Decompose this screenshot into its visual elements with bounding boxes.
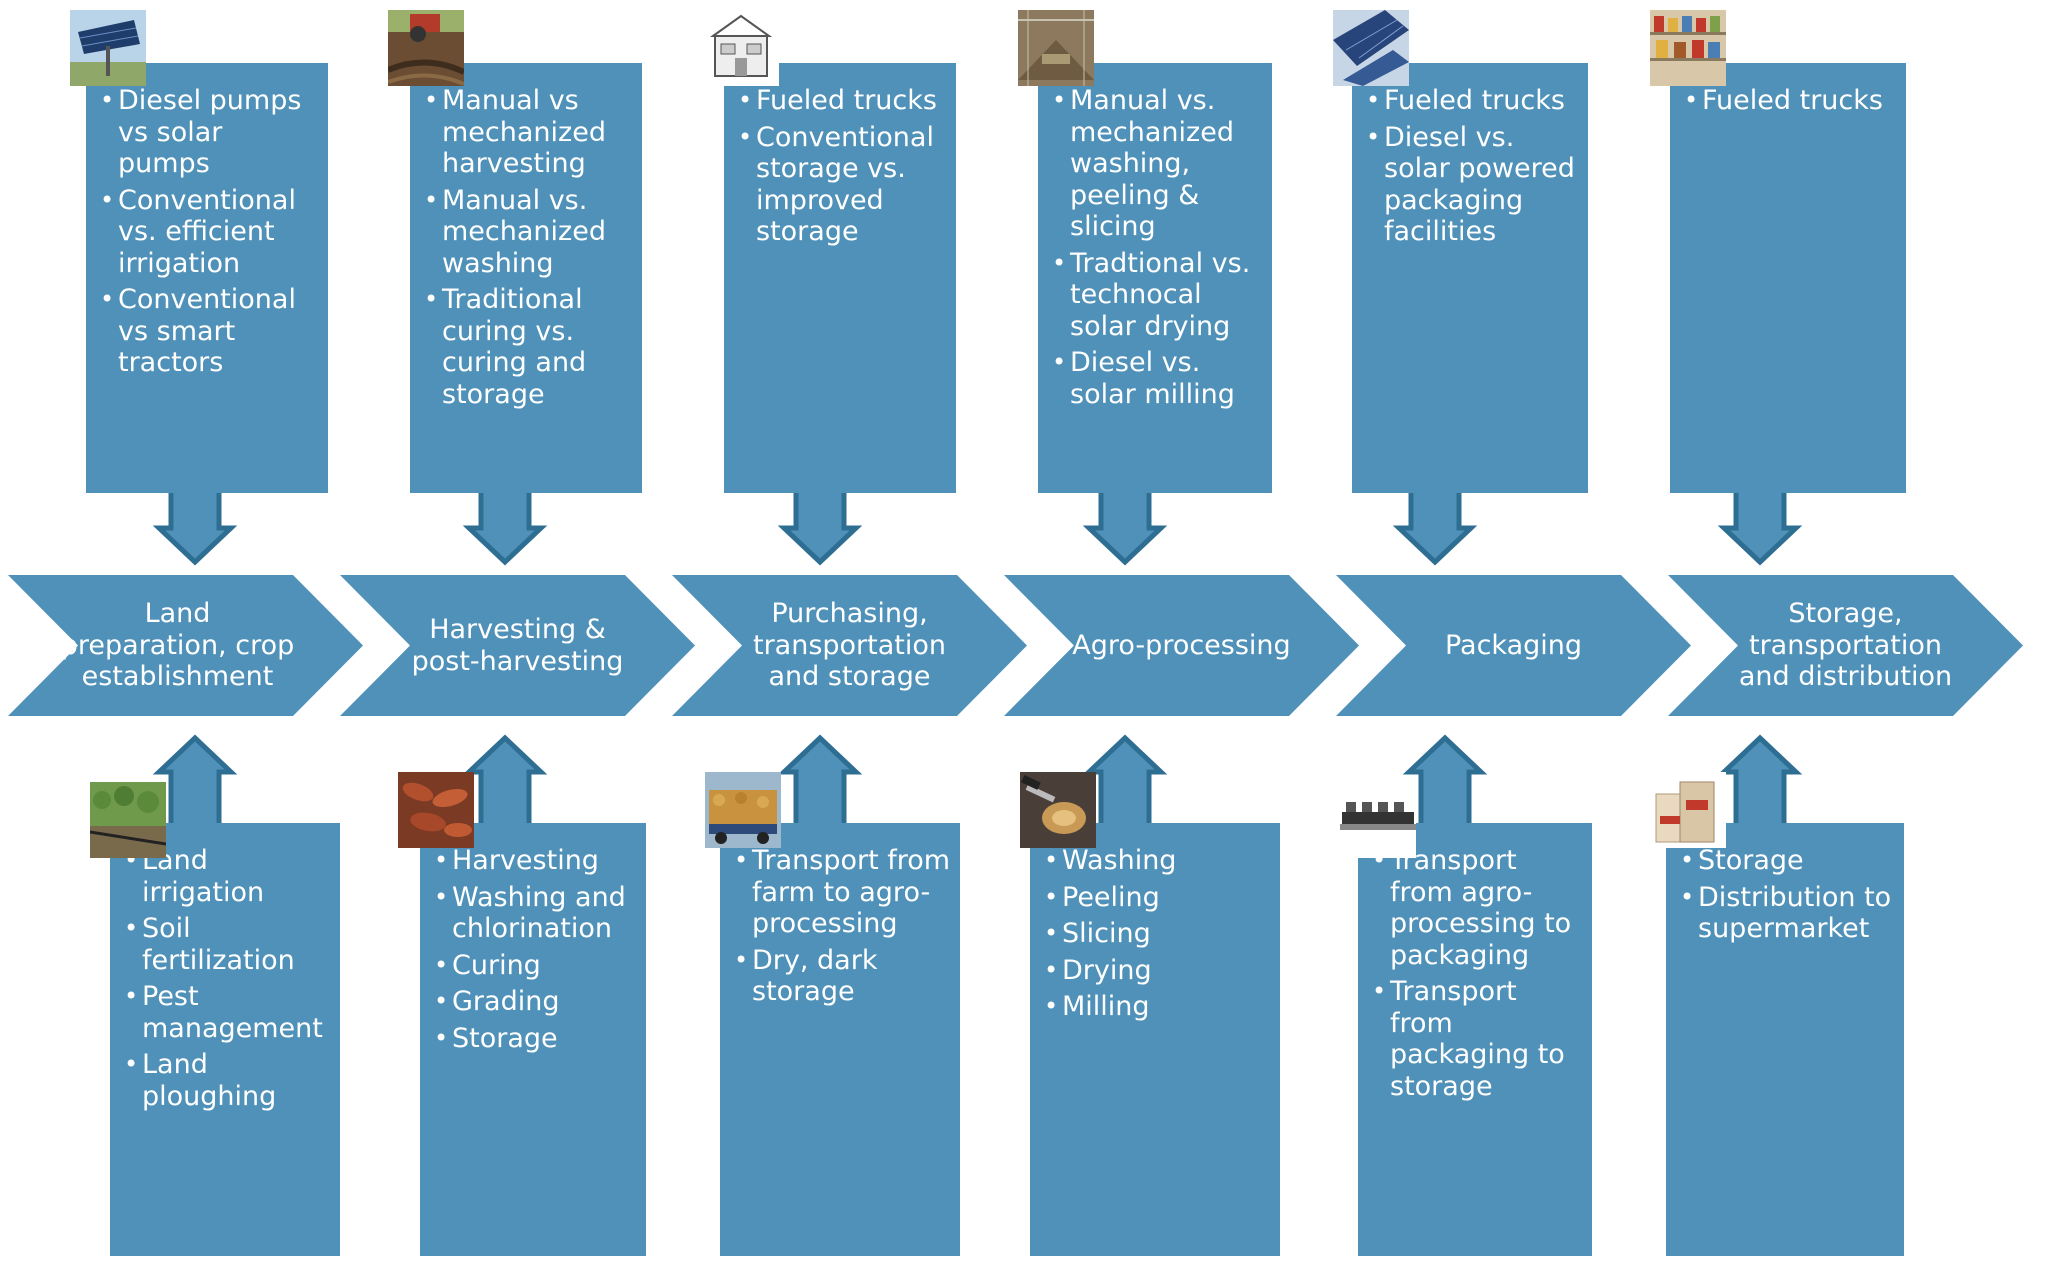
activities-box: Land irrigationSoil fertilizationPest ma…: [110, 823, 340, 1256]
stage-label: Packaging: [1444, 629, 1583, 661]
solar-dryer-tunnel-photo: [1018, 10, 1094, 86]
stage-chevron: [1668, 575, 2023, 716]
supermarket-shelves-photo: [1650, 10, 1726, 86]
bullet-item: Distribution to supermarket: [1680, 882, 1896, 945]
bullet-item: Slicing: [1044, 918, 1272, 950]
bullet-item: Transport from packaging to storage: [1372, 976, 1584, 1102]
bullet-item: Curing: [434, 950, 638, 982]
peeling-potato-photo: [1020, 772, 1096, 848]
sweet-potatoes-photo: [398, 772, 474, 848]
activities-box: Transport from farm to agro-processingDr…: [720, 823, 960, 1256]
bullet-item: Peeling: [1044, 882, 1272, 914]
down-arrow-icon: [462, 480, 548, 566]
up-arrow-icon: [152, 734, 238, 829]
technology-options-box: Diesel pumps vs solar pumpsConventional …: [86, 63, 328, 493]
bullet-item: Drying: [1044, 955, 1272, 987]
technology-options-box: Fueled trucksDiesel vs. solar powered pa…: [1352, 63, 1588, 493]
storage-building-sketch: [703, 10, 779, 86]
up-arrow-icon: [777, 734, 863, 829]
up-arrow-icon: [1402, 734, 1488, 829]
solar-pump-photo: [70, 10, 146, 86]
bullet-list: Fueled trucksDiesel vs. solar powered pa…: [1366, 85, 1580, 248]
activities-box: Transport from agro-processing to packag…: [1358, 823, 1592, 1256]
bullet-list: Manual vs. mechanized washing, peeling &…: [1052, 85, 1264, 410]
tractor-harvest-photo: [388, 10, 464, 86]
bullet-item: Transport from farm to agro-processing: [734, 845, 952, 940]
bullet-item: Land ploughing: [124, 1049, 332, 1112]
activities-box: WashingPeelingSlicingDryingMilling: [1030, 823, 1280, 1256]
stage-chevron: [672, 575, 1027, 716]
bullet-item: Transport from agro-processing to packag…: [1372, 845, 1584, 971]
stage-chevron: [340, 575, 695, 716]
bullet-item: Manual vs. mechanized washing, peeling &…: [1052, 85, 1264, 243]
stage-label: Purchasing, transportation and storage: [752, 598, 947, 693]
bullet-item: Fueled trucks: [1366, 85, 1580, 117]
technology-options-box: Fueled trucks: [1670, 63, 1906, 493]
bullet-list: Transport from agro-processing to packag…: [1372, 845, 1584, 1102]
bullet-item: Conventional vs smart tractors: [100, 284, 320, 379]
bullet-item: Harvesting: [434, 845, 638, 877]
bullet-item: Pest management: [124, 981, 332, 1044]
solar-panels-photo: [1333, 10, 1409, 86]
stage-chevron: [8, 575, 363, 716]
down-arrow-icon: [1082, 480, 1168, 566]
bullet-item: Tradtional vs. technocal solar drying: [1052, 248, 1264, 343]
down-arrow-icon: [1392, 480, 1478, 566]
bullet-item: Diesel vs. solar powered packaging facil…: [1366, 122, 1580, 248]
bullet-list: Transport from farm to agro-processingDr…: [734, 845, 952, 1008]
stage-label: Harvesting & post-harvesting: [411, 614, 624, 677]
stage-label: Storage, transportation and distribution: [1738, 598, 1953, 693]
flour-bags-photo: [1650, 772, 1726, 848]
activities-box: HarvestingWashing and chlorinationCuring…: [420, 823, 646, 1256]
loaded-truck-photo: [705, 772, 781, 848]
technology-options-box: Manual vs. mechanized washing, peeling &…: [1038, 63, 1272, 493]
up-arrow-icon: [1717, 734, 1803, 829]
activities-box: StorageDistribution to supermarket: [1666, 823, 1904, 1256]
bullet-item: Soil fertilization: [124, 913, 332, 976]
bullet-item: Traditional curing vs. curing and storag…: [424, 284, 634, 410]
bullet-item: Storage: [434, 1023, 638, 1055]
technology-options-box: Manual vs mechanized harvestingManual vs…: [410, 63, 642, 493]
stage-chevron: [1004, 575, 1359, 716]
bullet-item: Conventional storage vs. improved storag…: [738, 122, 948, 248]
bullet-item: Milling: [1044, 991, 1272, 1023]
packaging-line-photo: [1340, 782, 1416, 858]
up-arrow-icon: [462, 734, 548, 829]
up-arrow-icon: [1082, 734, 1168, 829]
down-arrow-icon: [1717, 480, 1803, 566]
bullet-item: Conventional vs. efficient irrigation: [100, 185, 320, 280]
bullet-list: Fueled trucksConventional storage vs. im…: [738, 85, 948, 248]
stage-label: Land preparation, crop establishment: [60, 598, 295, 693]
bullet-list: HarvestingWashing and chlorinationCuring…: [434, 845, 638, 1054]
bullet-item: Washing and chlorination: [434, 882, 638, 945]
bullet-item: Diesel vs. solar milling: [1052, 347, 1264, 410]
bullet-item: Storage: [1680, 845, 1896, 877]
technology-options-box: Fueled trucksConventional storage vs. im…: [724, 63, 956, 493]
stage-chevron: [1336, 575, 1691, 716]
bullet-item: Manual vs mechanized harvesting: [424, 85, 634, 180]
down-arrow-icon: [777, 480, 863, 566]
bullet-list: Diesel pumps vs solar pumpsConventional …: [100, 85, 320, 379]
bullet-item: Washing: [1044, 845, 1272, 877]
bullet-item: Fueled trucks: [738, 85, 948, 117]
bullet-list: Land irrigationSoil fertilizationPest ma…: [124, 845, 332, 1112]
bullet-item: Fueled trucks: [1684, 85, 1898, 117]
bullet-item: Manual vs. mechanized washing: [424, 185, 634, 280]
bullet-item: Diesel pumps vs solar pumps: [100, 85, 320, 180]
down-arrow-icon: [152, 480, 238, 566]
bullet-item: Dry, dark storage: [734, 945, 952, 1008]
bullet-list: StorageDistribution to supermarket: [1680, 845, 1896, 945]
bullet-item: Grading: [434, 986, 638, 1018]
bullet-list: Manual vs mechanized harvestingManual vs…: [424, 85, 634, 410]
bullet-list: WashingPeelingSlicingDryingMilling: [1044, 845, 1272, 1023]
bullet-list: Fueled trucks: [1684, 85, 1898, 117]
stage-label: Agro-processing: [1072, 629, 1291, 661]
drip-irrigation-field-photo: [90, 782, 166, 858]
